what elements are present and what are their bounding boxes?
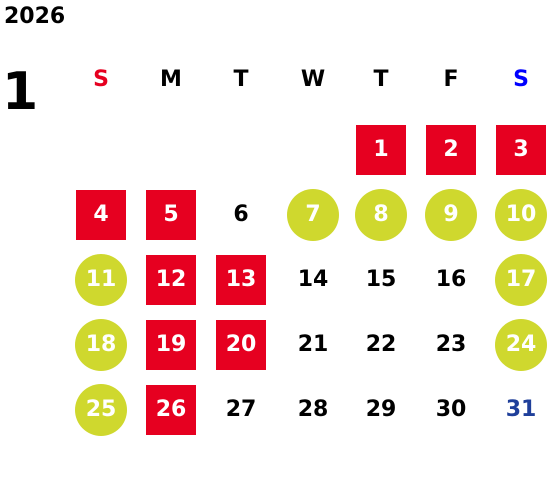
calendar-day[interactable]: 10 <box>495 189 547 241</box>
calendar-day[interactable]: 21 <box>297 332 329 357</box>
calendar-day[interactable]: 16 <box>435 267 467 292</box>
calendar-day[interactable]: 15 <box>365 267 397 292</box>
calendar-day[interactable]: 29 <box>365 397 397 422</box>
weekday-wednesday: W <box>300 67 326 92</box>
month-label: 1 <box>2 62 39 122</box>
calendar-day[interactable]: 30 <box>435 397 467 422</box>
calendar-day[interactable]: 25 <box>75 384 127 436</box>
weekday-sunday: S <box>93 67 109 92</box>
calendar-day[interactable]: 9 <box>425 189 477 241</box>
calendar-day[interactable]: 7 <box>287 189 339 241</box>
calendar-day[interactable]: 20 <box>216 320 266 370</box>
calendar-day[interactable]: 26 <box>146 385 196 435</box>
calendar-day[interactable]: 8 <box>355 189 407 241</box>
weekday-tuesday: T <box>233 67 249 92</box>
calendar-day[interactable]: 3 <box>496 125 546 175</box>
year-label: 2026 <box>4 4 66 29</box>
weekday-monday: M <box>160 67 182 92</box>
calendar-day[interactable]: 31 <box>505 397 537 422</box>
calendar-day[interactable]: 6 <box>233 202 249 227</box>
calendar-day[interactable]: 18 <box>75 319 127 371</box>
weekday-friday: F <box>443 67 459 92</box>
calendar-day[interactable]: 23 <box>435 332 467 357</box>
calendar-day[interactable]: 27 <box>225 397 257 422</box>
calendar-day[interactable]: 22 <box>365 332 397 357</box>
calendar-day[interactable]: 14 <box>297 267 329 292</box>
weekday-saturday: S <box>513 67 529 92</box>
calendar-day[interactable]: 19 <box>146 320 196 370</box>
calendar-day[interactable]: 1 <box>356 125 406 175</box>
calendar-day[interactable]: 13 <box>216 255 266 305</box>
calendar-day[interactable]: 11 <box>75 254 127 306</box>
calendar-day[interactable]: 2 <box>426 125 476 175</box>
calendar-day[interactable]: 17 <box>495 254 547 306</box>
calendar-day[interactable]: 4 <box>76 190 126 240</box>
calendar-day[interactable]: 28 <box>297 397 329 422</box>
calendar-day[interactable]: 12 <box>146 255 196 305</box>
weekday-thursday: T <box>373 67 389 92</box>
calendar-day[interactable]: 5 <box>146 190 196 240</box>
calendar-day[interactable]: 24 <box>495 319 547 371</box>
